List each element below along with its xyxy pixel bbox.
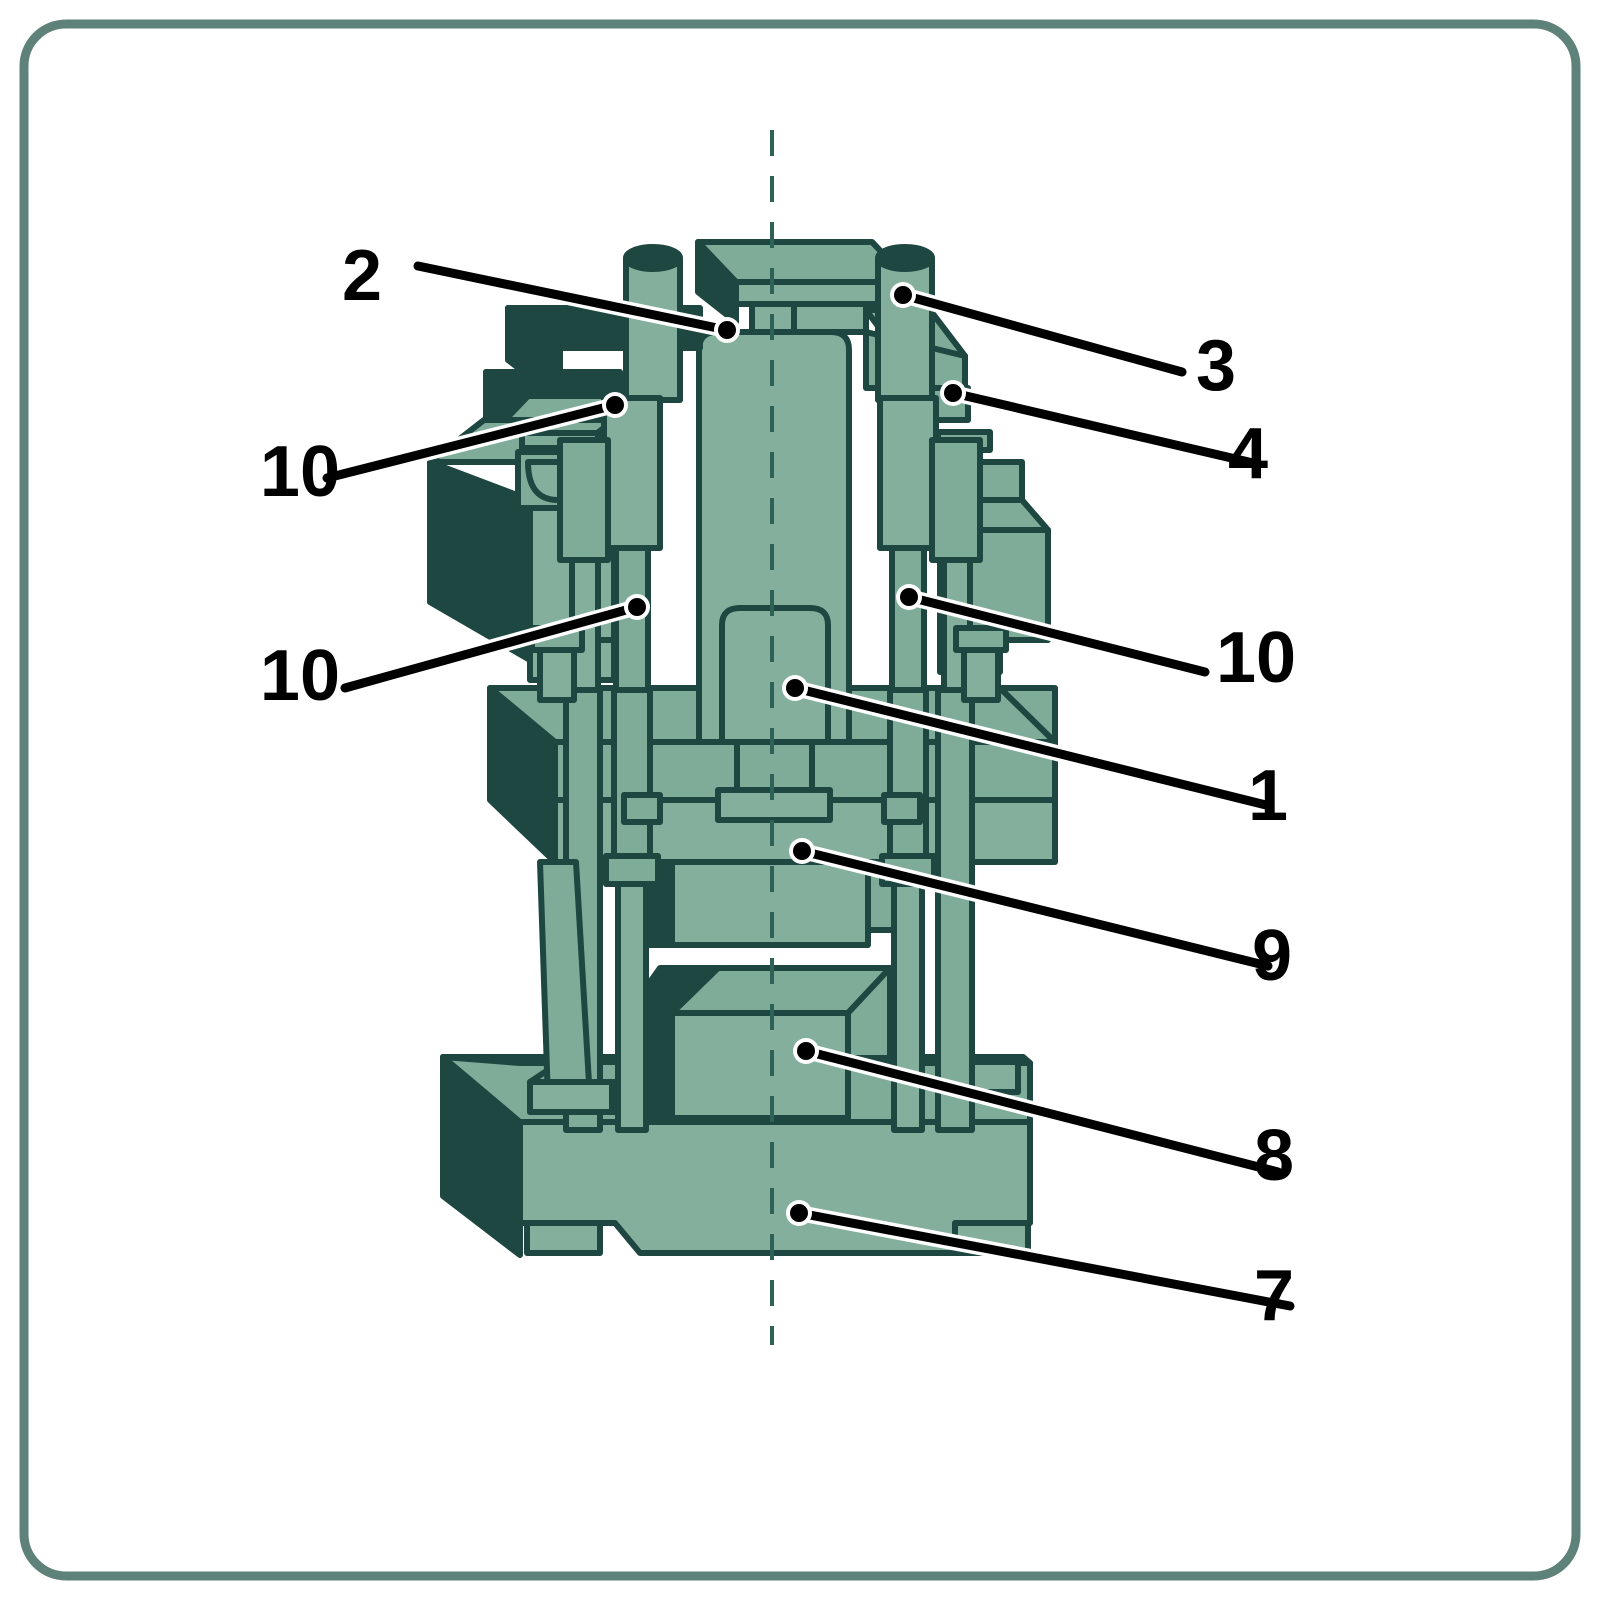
callout-8: 8 <box>793 1038 1294 1196</box>
cap-right-shoulder <box>791 301 869 335</box>
callout-2: 2 <box>342 236 740 343</box>
callout-1: 1 <box>782 675 1288 836</box>
callout-leader-line <box>797 846 1273 971</box>
callout-leader-line <box>413 261 732 335</box>
callout-number-label: 9 <box>1252 916 1292 996</box>
callout-number-label: 1 <box>1248 756 1288 836</box>
top-crosshead-cap-group <box>695 239 913 335</box>
platform-right-chamfer <box>997 685 1058 745</box>
tie-rod-R1-sleeve <box>889 545 927 693</box>
ram-mid-shaft <box>734 739 815 793</box>
ram-inner-face <box>719 605 831 745</box>
guide-post-right-cap <box>875 244 935 272</box>
callout-dot <box>894 286 912 304</box>
callout-dot <box>628 598 646 616</box>
guide-post-right-body <box>875 255 935 403</box>
tie-rod-R1-shaft <box>891 881 925 1133</box>
callout-dot <box>718 321 736 339</box>
callout-9: 9 <box>789 838 1292 996</box>
callout-dot <box>790 1204 808 1222</box>
callout-leader-line <box>794 1208 1295 1311</box>
ram-collar <box>715 787 833 823</box>
callout-dot <box>797 1042 815 1060</box>
base-foot-left <box>524 1220 603 1256</box>
tie-rod-R2-lower <box>935 687 975 1133</box>
callout-leader-line <box>322 400 620 483</box>
callout-leader-line <box>340 602 642 693</box>
tie-rod-L2-housing <box>557 437 611 563</box>
callout-dot <box>944 384 962 402</box>
callout-7: 7 <box>786 1200 1298 1336</box>
tie-rod-R2-housing <box>929 437 983 563</box>
tie-rod-L1-housing <box>601 395 663 551</box>
callout-leader-line <box>904 592 1210 677</box>
callout-dot <box>786 679 804 697</box>
callout-4: 4 <box>940 380 1268 494</box>
callout-leader-line <box>898 290 1187 377</box>
tie-rod-R4-stub <box>961 645 1001 703</box>
tie-rod-R4-cap <box>953 625 1009 653</box>
tie-rod-L1-collar <box>603 853 661 887</box>
callout-leader-line <box>801 1046 1283 1177</box>
press-machine-illustration <box>427 239 1058 1258</box>
callout-number-label: 4 <box>1228 414 1268 494</box>
tie-rod-L1-shaft <box>615 881 649 1133</box>
tie-rod-R1-housing <box>877 395 939 551</box>
callout-number-label: 7 <box>1254 1256 1294 1336</box>
callout-layer: 2 34 10 10 10 1 9 8 7 <box>260 236 1298 1336</box>
callout-number-label: 3 <box>1196 326 1236 406</box>
tie-rod-L1-lower <box>611 687 653 865</box>
callout-dot <box>793 842 811 860</box>
callout-3: 3 <box>890 282 1236 406</box>
guide-post-left-cap <box>623 244 683 272</box>
callout-number-label: 10 <box>260 636 340 716</box>
callout-leader-line <box>790 683 1275 811</box>
callout-dot <box>900 588 918 606</box>
callout-number-label: 8 <box>1254 1116 1294 1196</box>
callout-number-label: 10 <box>1216 618 1296 698</box>
lower-bolster-block-group <box>625 965 893 1121</box>
callout-leader-line <box>948 388 1258 468</box>
callout-number-label: 10 <box>260 432 340 512</box>
bolster-left-shadow-top <box>625 965 721 1016</box>
callout-10-upper-left: 10 <box>260 392 628 512</box>
callout-dot <box>606 396 624 414</box>
guide-post-left-body <box>623 255 683 403</box>
bolster-front-face <box>669 1010 851 1121</box>
bushing-right <box>881 792 923 825</box>
tie-rod-L3-foot <box>527 1079 615 1115</box>
callout-number-label: 2 <box>342 236 382 316</box>
bushing-left <box>621 792 663 825</box>
tie-rod-L4-stub <box>537 645 577 703</box>
callout-10-right: 10 <box>896 584 1296 698</box>
callout-10-lower-left: 10 <box>260 594 650 716</box>
platform-bushings-group <box>621 792 923 825</box>
